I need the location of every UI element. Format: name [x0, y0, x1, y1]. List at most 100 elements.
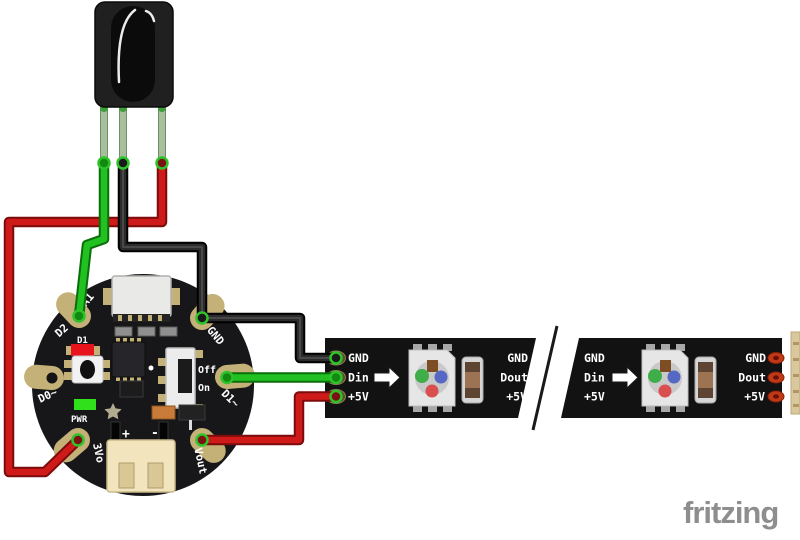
smd-lead [189, 420, 192, 430]
strip1-label-5v: +5V [348, 390, 369, 404]
strip2-label-dout: Dout [738, 371, 766, 385]
reset-button-actuator[interactable] [80, 360, 95, 379]
led-tab [443, 405, 452, 412]
direction-arrow-icon [373, 365, 401, 390]
led-die-blue [667, 370, 681, 384]
button-pad [102, 360, 110, 368]
strip2-label-din: Din [584, 371, 605, 385]
wire-vout-5v-red[interactable] [196, 391, 342, 446]
led-die-brown [660, 360, 671, 372]
jst-slot [147, 462, 164, 489]
pad-hole [773, 394, 779, 399]
strip-edge-next [790, 331, 800, 415]
connection-ring[interactable] [97, 156, 111, 170]
usb-pin [158, 315, 162, 321]
connection-ring[interactable] [72, 309, 86, 323]
chip-pin [116, 338, 120, 344]
connection-ring[interactable] [220, 370, 234, 385]
strip1-label-dout: Dout [500, 371, 528, 385]
connection-ring[interactable] [71, 433, 85, 447]
smd-resistor [159, 326, 178, 337]
led-tab [646, 405, 655, 412]
led-die-green [415, 369, 429, 383]
led-pwr-label: PWR [71, 415, 88, 425]
connection-ring[interactable] [155, 156, 169, 170]
power-switch[interactable]: Off On [158, 347, 216, 412]
pad-d0[interactable] [23, 364, 65, 391]
jst-body [106, 439, 176, 493]
edge-mark [793, 358, 799, 361]
strip1-label-din: Din [348, 371, 369, 385]
chip-pin [137, 338, 141, 344]
switch-slider[interactable] [178, 359, 192, 393]
chip-pin [123, 375, 127, 381]
edge-mark [793, 404, 799, 407]
switch-pin [158, 358, 167, 366]
reset-button[interactable] [64, 355, 110, 384]
connection-ring[interactable] [116, 156, 130, 170]
chip-pin [130, 375, 134, 381]
neopixel-strip-2[interactable]: GND Din +5V GND Dout +5V [561, 338, 785, 418]
button-pad [64, 372, 72, 380]
capacitor-2 [694, 356, 717, 404]
usb-pin [138, 315, 142, 321]
switch-pin [158, 394, 167, 402]
usb-pin [118, 315, 122, 321]
chip-pin [123, 338, 127, 344]
jst-prong [110, 421, 121, 442]
jst-battery-connector: + - [106, 421, 176, 493]
wire-ir-ground-black[interactable] [117, 157, 208, 324]
strip1-label-gnd-out: GND [507, 351, 528, 365]
connection-ring[interactable] [329, 389, 343, 404]
neopixel-strip-1[interactable]: GND Din +5V GND Dout +5V [325, 338, 536, 418]
led-tab [646, 344, 655, 351]
strip2-label-gnd-out: GND [745, 351, 766, 365]
cap-band [698, 372, 713, 388]
button-pad [64, 360, 72, 368]
ir-receiver[interactable] [94, 1, 174, 108]
usb-pin [128, 315, 132, 321]
chip-dot [148, 365, 154, 371]
led-tab [413, 344, 422, 351]
connection-ring[interactable] [195, 311, 209, 325]
led-tab [676, 405, 685, 412]
next-strip-edge [790, 331, 800, 415]
led-tab [413, 405, 422, 412]
connection-ring[interactable] [329, 351, 343, 365]
usb-pin [148, 315, 152, 321]
led-pwr: PWR [71, 399, 96, 425]
switch-pin [195, 350, 203, 358]
connection-ring[interactable] [329, 370, 343, 385]
edge-mark [793, 390, 799, 393]
pad-3vo-label: 3Vo [90, 442, 107, 465]
strip2-label-5v-out: +5V [744, 390, 765, 404]
led-tab [443, 344, 452, 351]
ir-dome-highlight [117, 8, 137, 84]
button-pad [102, 372, 110, 380]
wires [3, 157, 342, 478]
usb-tab-left [103, 288, 113, 305]
led-tab [428, 344, 437, 351]
wire-ir-signal-green[interactable] [73, 157, 110, 322]
wire-ir-power-red[interactable] [3, 157, 168, 478]
led-die-brown [427, 360, 438, 372]
strip2-label-5v: +5V [584, 390, 605, 404]
connection-points [71, 156, 343, 447]
chip-pin [137, 375, 141, 381]
smd-resistor [137, 326, 156, 337]
edge-mark [793, 374, 799, 377]
led-d1: D1 [66, 336, 100, 356]
connection-ring[interactable] [195, 433, 209, 447]
usb-connector [103, 275, 180, 322]
direction-arrow-icon [611, 365, 639, 390]
mcu-chip [111, 338, 154, 381]
ir-dome-highlight [144, 9, 156, 23]
ir-dome [111, 6, 155, 102]
led-die-green [648, 369, 662, 383]
wire-gnd-strip-black[interactable] [196, 312, 342, 364]
led-pwr-body [74, 399, 96, 410]
strip1-label-5v-out: +5V [506, 390, 527, 404]
chip-pin [130, 338, 134, 344]
pad-d0-hole [46, 372, 58, 384]
